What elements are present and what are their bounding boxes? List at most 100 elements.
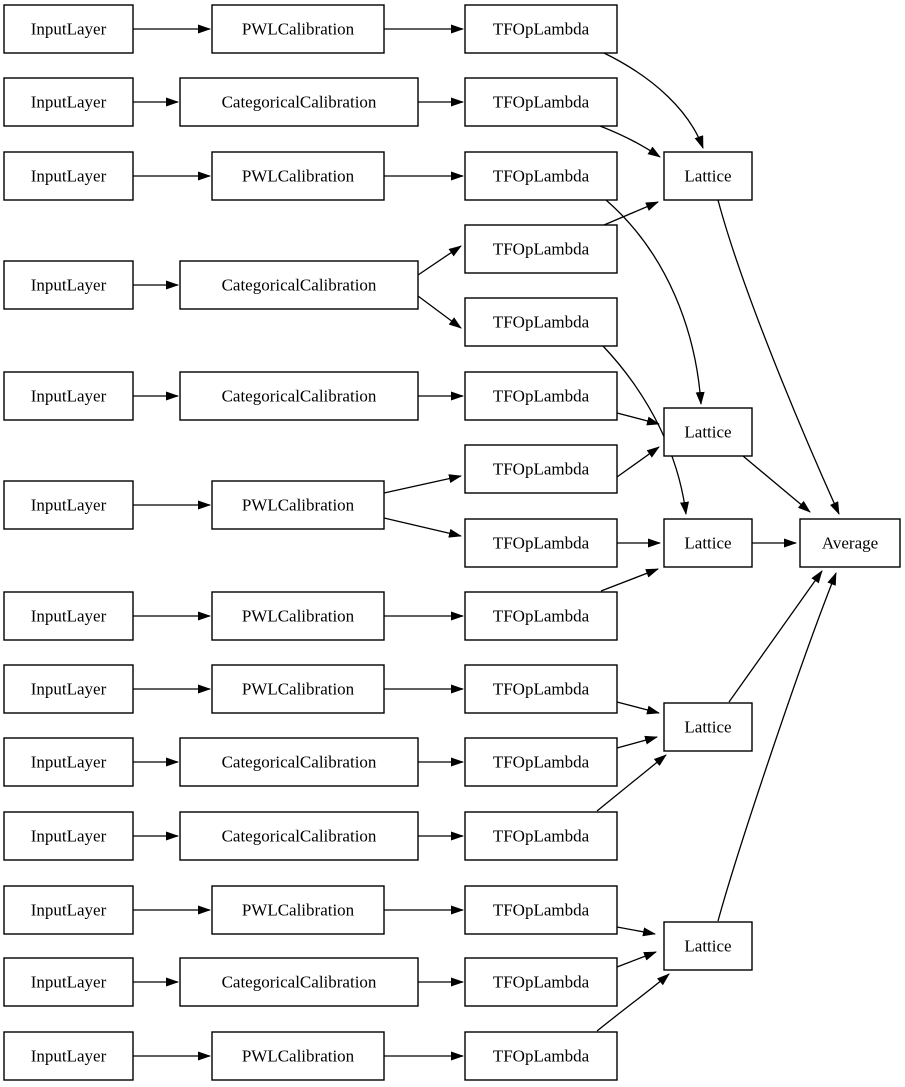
- node-t2-tfoplambda: TFOpLambda: [464, 77, 618, 127]
- node-box-il9: [3, 737, 134, 787]
- node-box-t3: [464, 151, 618, 201]
- node-t3-tfoplambda: TFOpLambda: [464, 151, 618, 201]
- node-cal11-pwlcalibration: PWLCalibration: [211, 885, 385, 935]
- node-t13-tfoplambda: TFOpLambda: [464, 1031, 618, 1081]
- node-box-t11: [464, 885, 618, 935]
- node-box-avg: [799, 518, 901, 568]
- node-cal2-categoricalcalibration: CategoricalCalibration: [179, 77, 419, 127]
- node-label-il1: InputLayer: [31, 20, 107, 39]
- node-box-t4a: [464, 224, 618, 274]
- node-t4a-tfoplambda: TFOpLambda: [464, 224, 618, 274]
- node-t4b-tfoplambda: TFOpLambda: [464, 297, 618, 347]
- node-cal9-categoricalcalibration: CategoricalCalibration: [179, 737, 419, 787]
- node-box-t13: [464, 1031, 618, 1081]
- node-t6a-tfoplambda: TFOpLambda: [464, 444, 618, 494]
- node-box-cal8: [211, 664, 385, 714]
- edge-cal6-t6b: [383, 517, 462, 538]
- node-box-lat5: [663, 921, 753, 971]
- node-box-il3: [3, 151, 134, 201]
- node-box-il4: [3, 260, 134, 310]
- node-label-lat3: Lattice: [684, 534, 731, 553]
- node-label-t3: TFOpLambda: [493, 167, 590, 186]
- edge-t11-lat5: [616, 926, 656, 937]
- edge-t4a-lat1: [603, 201, 659, 226]
- node-box-lat3: [663, 518, 753, 568]
- node-lat3-lattice: Lattice: [663, 518, 753, 568]
- edge-t12-lat5: [616, 951, 657, 968]
- node-label-il11: InputLayer: [31, 901, 107, 920]
- node-t11-tfoplambda: TFOpLambda: [464, 885, 618, 935]
- node-t9-tfoplambda: TFOpLambda: [464, 737, 618, 787]
- edge-layer: [133, 24, 840, 1061]
- node-label-cal5: CategoricalCalibration: [222, 387, 377, 406]
- node-t10-tfoplambda: TFOpLambda: [464, 811, 618, 861]
- node-label-cal3: PWLCalibration: [242, 167, 355, 186]
- node-box-cal9: [179, 737, 419, 787]
- node-box-il8: [3, 664, 134, 714]
- edge-cal4-t4a: [417, 245, 462, 276]
- edge-lat1-avg: [717, 199, 840, 515]
- node-box-cal1: [211, 4, 385, 54]
- node-box-lat2: [663, 407, 753, 457]
- node-il13-inputlayer: InputLayer: [3, 1031, 134, 1081]
- edge-t4b-lat3: [602, 345, 689, 515]
- node-box-il1: [3, 4, 134, 54]
- node-box-t6b: [464, 518, 618, 568]
- edge-lat5-avg: [717, 572, 837, 922]
- node-label-cal8: PWLCalibration: [242, 680, 355, 699]
- node-box-il6: [3, 480, 134, 530]
- node-il4-inputlayer: InputLayer: [3, 260, 134, 310]
- node-box-t4b: [464, 297, 618, 347]
- node-box-lat4: [663, 702, 753, 752]
- node-label-il10: InputLayer: [31, 827, 107, 846]
- node-label-t2: TFOpLambda: [493, 93, 590, 112]
- edge-t2-lat1: [599, 125, 661, 158]
- node-box-t10: [464, 811, 618, 861]
- node-il11-inputlayer: InputLayer: [3, 885, 134, 935]
- node-label-lat1: Lattice: [684, 167, 731, 186]
- node-box-t1: [464, 4, 618, 54]
- node-box-cal11: [211, 885, 385, 935]
- node-label-t6a: TFOpLambda: [493, 460, 590, 479]
- node-label-il4: InputLayer: [31, 276, 107, 295]
- node-box-t9: [464, 737, 618, 787]
- node-label-cal7: PWLCalibration: [242, 607, 355, 626]
- node-il6-inputlayer: InputLayer: [3, 480, 134, 530]
- node-box-il13: [3, 1031, 134, 1081]
- node-il3-inputlayer: InputLayer: [3, 151, 134, 201]
- node-label-t13: TFOpLambda: [493, 1047, 590, 1066]
- node-il5-inputlayer: InputLayer: [3, 371, 134, 421]
- node-t1-tfoplambda: TFOpLambda: [464, 4, 618, 54]
- node-box-cal2: [179, 77, 419, 127]
- edge-t10-lat4: [596, 754, 667, 812]
- node-label-cal2: CategoricalCalibration: [222, 93, 377, 112]
- node-cal1-pwlcalibration: PWLCalibration: [211, 4, 385, 54]
- node-label-il6: InputLayer: [31, 496, 107, 515]
- node-cal10-categoricalcalibration: CategoricalCalibration: [179, 811, 419, 861]
- edge-lat2-avg: [742, 455, 811, 513]
- node-box-lat1: [663, 151, 753, 201]
- edge-t3-lat2: [605, 199, 705, 405]
- node-label-il3: InputLayer: [31, 167, 107, 186]
- node-cal5-categoricalcalibration: CategoricalCalibration: [179, 371, 419, 421]
- node-label-il5: InputLayer: [31, 387, 107, 406]
- node-box-t8: [464, 664, 618, 714]
- node-label-t10: TFOpLambda: [493, 827, 590, 846]
- node-cal3-pwlcalibration: PWLCalibration: [211, 151, 385, 201]
- node-il1-inputlayer: InputLayer: [3, 4, 134, 54]
- node-avg-average: Average: [799, 518, 901, 568]
- node-box-cal7: [211, 591, 385, 641]
- edge-t9-lat4: [616, 735, 658, 749]
- node-label-t4b: TFOpLambda: [493, 313, 590, 332]
- node-box-cal13: [211, 1031, 385, 1081]
- node-label-t8: TFOpLambda: [493, 680, 590, 699]
- node-box-cal3: [211, 151, 385, 201]
- node-cal8-pwlcalibration: PWLCalibration: [211, 664, 385, 714]
- node-label-t1: TFOpLambda: [493, 20, 590, 39]
- node-il10-inputlayer: InputLayer: [3, 811, 134, 861]
- node-label-cal12: CategoricalCalibration: [222, 973, 377, 992]
- node-label-il13: InputLayer: [31, 1047, 107, 1066]
- node-label-t9: TFOpLambda: [493, 753, 590, 772]
- node-label-t6b: TFOpLambda: [493, 534, 590, 553]
